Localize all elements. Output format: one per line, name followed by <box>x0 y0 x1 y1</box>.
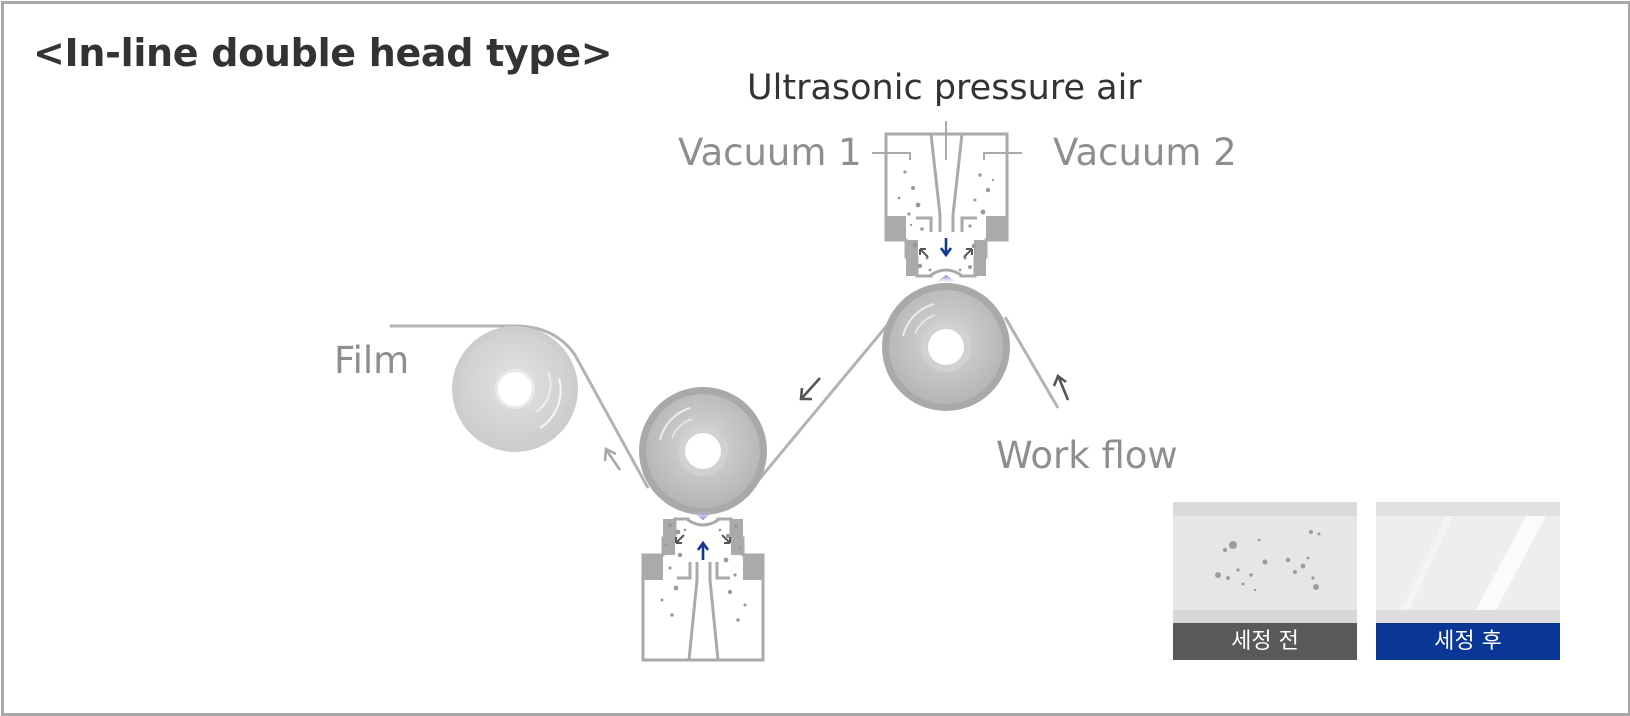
upper-cleaning-head <box>872 121 1022 282</box>
after-cleaning-card: 세정 후 <box>1376 502 1560 660</box>
lower-cleaning-head <box>641 512 765 662</box>
lower-air-arrow <box>696 540 710 560</box>
vacuum-1-label: Vacuum 1 <box>678 131 862 174</box>
dirty-surface-image <box>1173 502 1357 623</box>
upper-cleaning-roller <box>882 283 1010 411</box>
lower-cleaning-roller <box>639 387 767 515</box>
flow-arrow-left-up <box>603 446 622 471</box>
before-cleaning-caption: 세정 전 <box>1173 623 1357 660</box>
clean-surface-image <box>1376 502 1560 623</box>
film-supply-roller <box>452 326 578 452</box>
flow-arrow-middle-down <box>799 377 821 401</box>
upper-air-arrow <box>939 238 953 258</box>
work-flow-arrows <box>603 373 1070 471</box>
diagram-title: <In-line double head type> <box>33 31 613 75</box>
film-label: Film <box>334 339 410 382</box>
flow-arrow-right-up <box>1052 373 1070 401</box>
work-flow-label: Work flow <box>996 434 1178 477</box>
vacuum-2-label: Vacuum 2 <box>1053 131 1237 174</box>
before-cleaning-card: 세정 전 <box>1173 502 1357 660</box>
after-cleaning-caption: 세정 후 <box>1376 623 1560 660</box>
ultrasonic-air-label: Ultrasonic pressure air <box>747 68 1142 108</box>
